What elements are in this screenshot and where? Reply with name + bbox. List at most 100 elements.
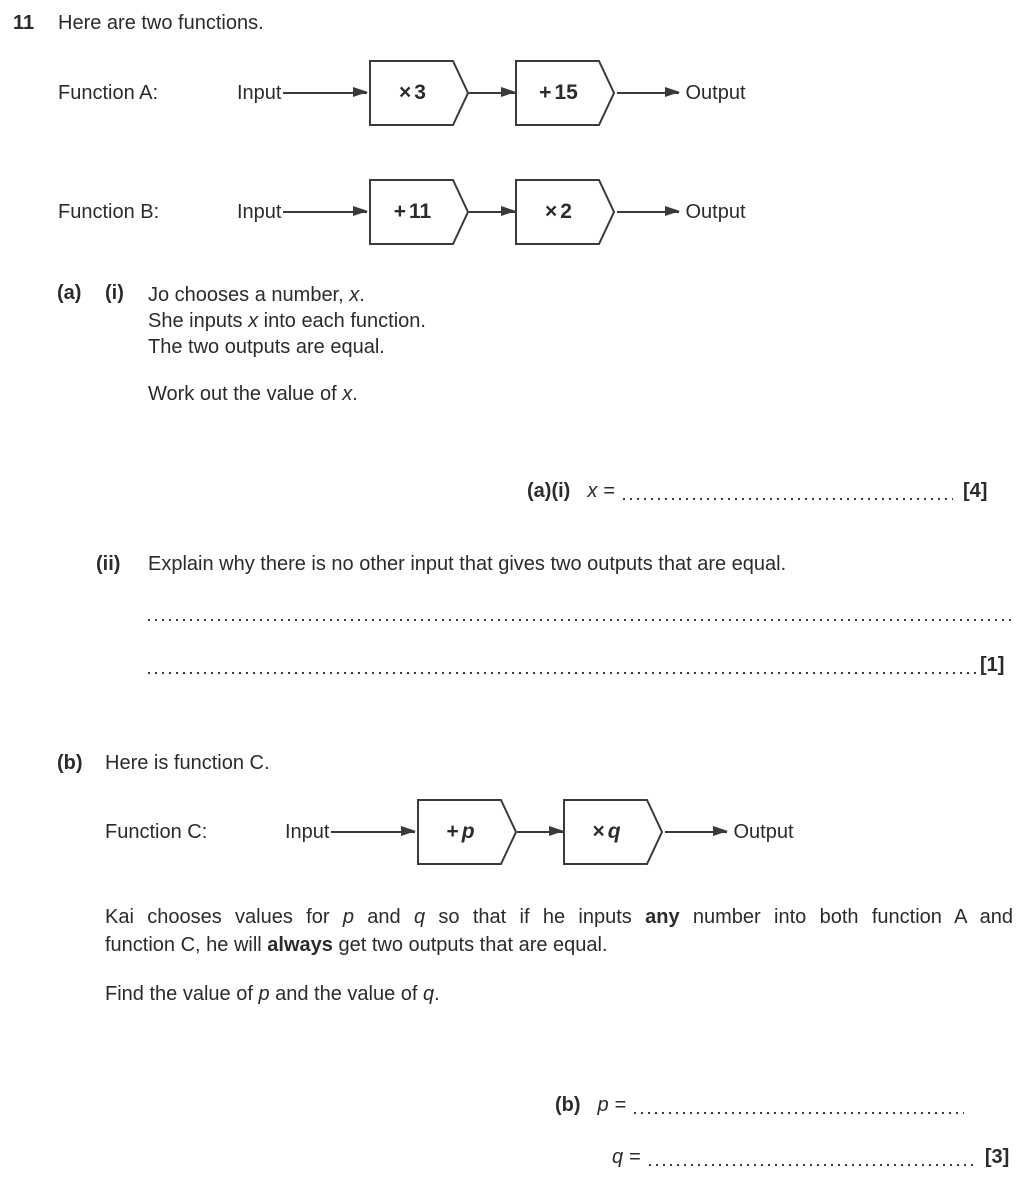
operand: 15 [554, 81, 578, 104]
text-line: function C, he will always get two outpu… [105, 931, 1013, 959]
part-b-intro: Here is function C. [105, 752, 270, 774]
operand: 2 [560, 200, 572, 223]
answer-row-a-i: (a)(i) x = [4] [527, 479, 987, 503]
operator: × [545, 200, 558, 223]
variable-q: q [423, 983, 435, 1005]
operator: × [399, 81, 412, 104]
function-box: ×2 [515, 179, 616, 245]
part-a-i-prompt: Work out the value of x. [148, 383, 358, 406]
arrow-right-icon [469, 87, 517, 97]
text-segment: . [359, 284, 365, 306]
operator: × [592, 820, 605, 843]
emphasis-any: any [645, 906, 680, 928]
arrow-right-icon [331, 826, 417, 836]
arrow-right-icon [283, 87, 369, 97]
arrow-right-icon [617, 87, 681, 97]
function-box: +p [417, 799, 518, 865]
equals-sign: = [614, 1094, 627, 1116]
variable-p: p [597, 1094, 609, 1116]
function-box-shape [515, 60, 616, 126]
answer-line [634, 1111, 965, 1114]
text-segment: into each function. [258, 310, 426, 332]
text-segment: number into both function A and [679, 906, 1014, 928]
function-c-label: Function C: [105, 821, 208, 843]
text-segment: get two outputs that are equal. [332, 934, 608, 956]
output-label: Output [685, 200, 746, 223]
function-b-machine: Input +11 ×2 Output [237, 179, 746, 245]
function-box-label: ×2 [515, 179, 601, 245]
function-box: +11 [369, 179, 470, 245]
variable-x: x [349, 284, 360, 306]
text-segment: . [352, 383, 358, 405]
arrow-right-icon [517, 826, 565, 836]
question-number: 11 [13, 12, 35, 34]
text-line: Kai chooses values for p and q so that i… [105, 903, 1013, 931]
part-a-label: (a) [57, 282, 82, 304]
variable-p: p [342, 906, 354, 928]
part-a-i-text: Jo chooses a number, x. She inputs x int… [148, 282, 426, 360]
answer-label: (b) [555, 1094, 581, 1116]
operand: 11 [409, 200, 432, 223]
input-label: Input [237, 81, 282, 104]
operand: 3 [414, 81, 426, 104]
emphasis-always: always [267, 934, 333, 956]
function-box-label: ×q [563, 799, 649, 865]
answer-label: (a)(i) [527, 480, 571, 502]
marks-badge: [4] [963, 480, 988, 502]
part-a-ii-label: (ii) [96, 553, 121, 575]
part-a-i-label: (i) [105, 282, 124, 304]
operator: + [539, 81, 552, 104]
arrow-right-icon [469, 206, 517, 216]
input-label: Input [285, 820, 330, 843]
function-box-label: ×3 [369, 60, 455, 126]
function-box-shape [515, 179, 616, 245]
text-segment: so that if he inputs [425, 906, 646, 928]
function-box-shape [417, 799, 518, 865]
function-box-label: +11 [369, 179, 455, 245]
function-box-shape [563, 799, 664, 865]
equals-sign: = [603, 480, 616, 502]
output-label: Output [733, 820, 794, 843]
marks-badge: [1] [980, 654, 1005, 676]
text-line: The two outputs are equal. [148, 336, 385, 358]
answer-line [148, 671, 976, 674]
output-label: Output [685, 81, 746, 104]
part-a-ii-prompt: Explain why there is no other input that… [148, 553, 787, 575]
text-segment: and the value of [269, 983, 424, 1005]
input-label: Input [237, 200, 282, 223]
equals-sign: = [629, 1146, 641, 1168]
variable-x: x [587, 480, 598, 502]
function-a-machine: Input ×3 +15 Output [237, 60, 746, 126]
marks-badge: [3] [984, 1146, 1010, 1168]
text-segment: . [434, 983, 440, 1005]
function-c-machine: Input +p ×q Output [285, 799, 794, 865]
function-box-label: +p [417, 799, 503, 865]
arrow-right-icon [665, 826, 729, 836]
function-box: ×3 [369, 60, 470, 126]
text-segment: Work out the value of [148, 383, 343, 405]
operand: p [461, 820, 475, 843]
function-box: +15 [515, 60, 616, 126]
text-segment: Kai chooses values for [105, 906, 343, 928]
function-box: ×q [563, 799, 664, 865]
arrow-right-icon [617, 206, 681, 216]
part-b-label: (b) [57, 752, 83, 774]
operator: + [446, 820, 459, 843]
text-segment: She inputs [148, 310, 249, 332]
question-intro: Here are two functions. [58, 12, 264, 34]
text-line: Jo chooses a number, x. [148, 282, 426, 308]
text-segment: Find the value of [105, 983, 259, 1005]
function-a-label: Function A: [58, 82, 159, 104]
answer-row-a-ii: [1] [148, 653, 1010, 677]
text-line: She inputs x into each function. [148, 308, 426, 334]
operand: q [607, 820, 621, 843]
text-segment: function C, he will [105, 934, 268, 956]
variable-q: q [413, 906, 426, 928]
variable-x: x [248, 310, 259, 332]
operator: + [393, 200, 407, 223]
find-prompt: Find the value of p and the value of q. [105, 983, 440, 1006]
answer-line [148, 618, 1012, 621]
variable-x: x [342, 383, 353, 405]
function-box-shape [369, 179, 470, 245]
